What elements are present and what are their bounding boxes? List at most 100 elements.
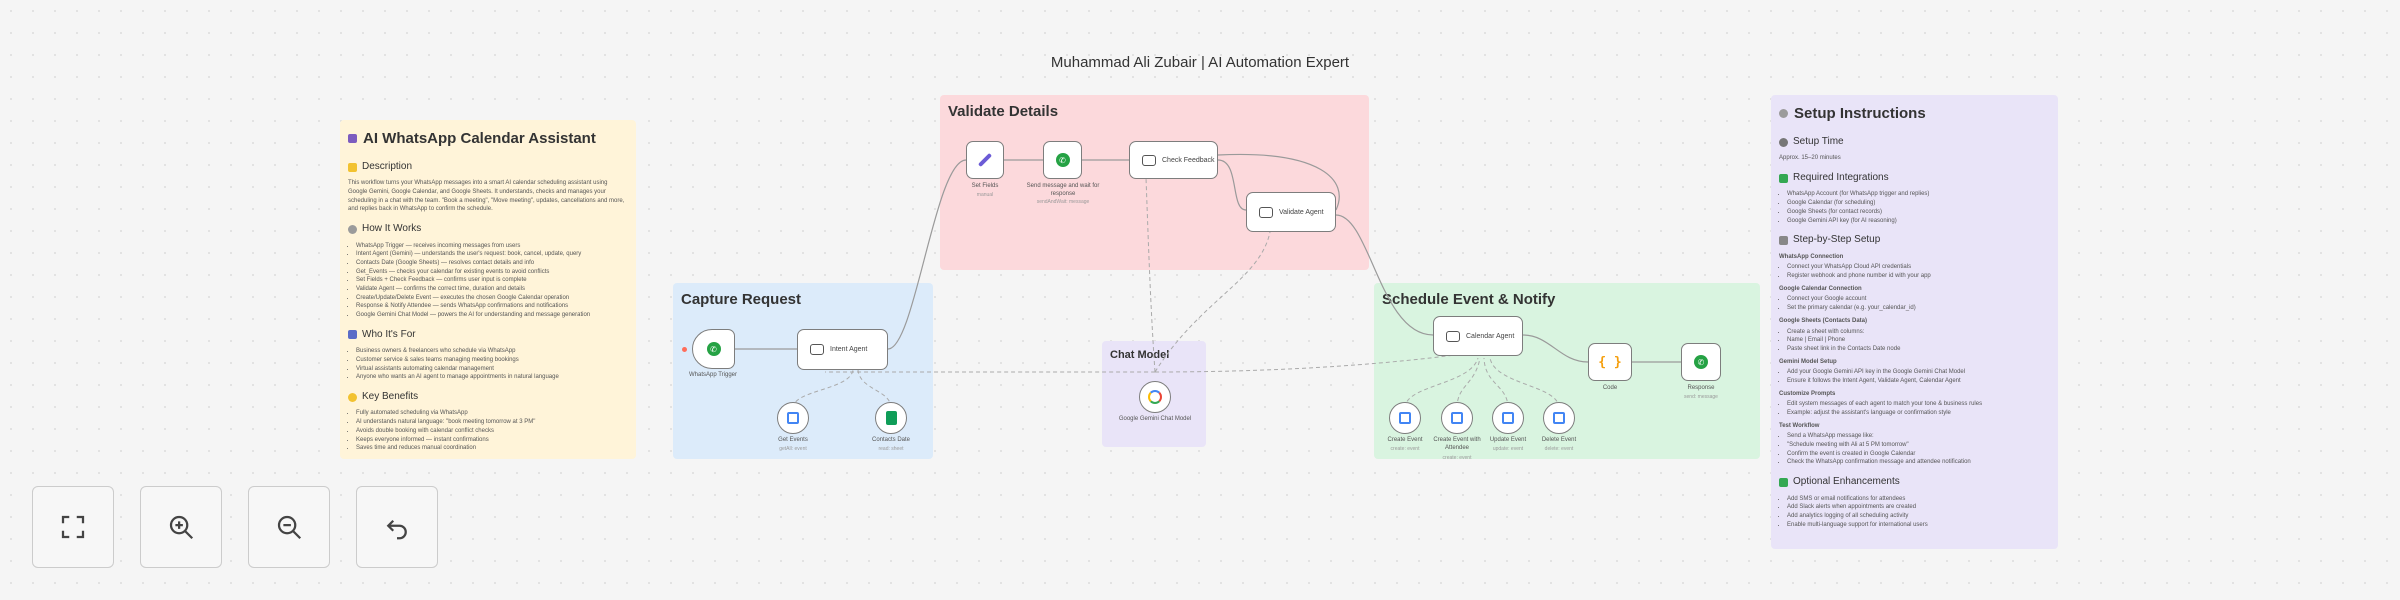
sticky-description-note[interactable]: AI WhatsApp Calendar Assistant Descripti… — [340, 120, 636, 459]
steps-heading: Step-by-Step Setup — [1793, 234, 1881, 246]
step-title: WhatsApp Connection — [1779, 253, 1844, 260]
step-title: Google Calendar Connection — [1779, 285, 1862, 292]
wrench-icon — [1779, 235, 1788, 245]
sticky-setup-instructions[interactable]: Setup Instructions Setup Time Approx. 15… — [1771, 95, 2058, 549]
node-validate-agent[interactable]: Validate Agent — [1246, 192, 1336, 232]
code-braces-icon: { } — [1598, 354, 1622, 370]
node-label: Create Event with Attendee — [1433, 437, 1481, 451]
sticky-title: Chat Model — [1110, 349, 1170, 361]
node-gemini-chat-model[interactable] — [1139, 381, 1171, 413]
list-item: Intent Agent (Gemini) — understands the … — [356, 250, 628, 259]
optional-heading: Optional Enhancements — [1793, 476, 1900, 488]
node-name: Validate Agent — [1279, 208, 1324, 216]
fit-view-button[interactable] — [32, 486, 114, 568]
step-title: Google Sheets (Contacts Data) — [1779, 317, 1868, 324]
list-item: Create a sheet with columns: — [1787, 328, 2050, 337]
node-label: WhatsApp Trigger — [688, 372, 738, 378]
description-text: This workflow turns your WhatsApp messag… — [348, 180, 625, 213]
robot-icon — [810, 344, 824, 355]
sticky-title: Validate Details — [948, 103, 1059, 120]
canvas-title: Muhammad Ali Zubair | AI Automation Expe… — [1050, 54, 1350, 71]
list-item: Virtual assistants automating calendar m… — [356, 365, 628, 374]
node-label: Google Gemini Chat Model — [1118, 416, 1192, 422]
list-item: Anyone who wants an AI agent to manage a… — [356, 373, 628, 382]
node-subtitle: create: event — [1390, 446, 1420, 452]
undo-button[interactable] — [356, 486, 438, 568]
node-send-message[interactable]: ✆ — [1043, 141, 1082, 179]
list-item: Register webhook and phone number id wit… — [1787, 272, 2050, 281]
node-contacts-date[interactable] — [875, 402, 907, 434]
robot-icon — [1446, 330, 1460, 342]
list-item: Google Gemini Chat Model — powers the AI… — [356, 311, 628, 320]
list-item: Connect your WhatsApp Cloud API credenti… — [1787, 263, 2050, 272]
robot-icon — [1259, 206, 1273, 218]
checkbox-icon — [1779, 477, 1788, 487]
node-delete-event[interactable] — [1543, 402, 1575, 434]
list-item: Name | Email | Phone — [1787, 336, 2050, 345]
zoom-in-button[interactable] — [140, 486, 222, 568]
people-icon — [348, 330, 357, 340]
whatsapp-icon: ✆ — [1055, 153, 1070, 167]
gear-icon — [348, 224, 357, 234]
list-item: Send a WhatsApp message like: — [1787, 432, 2050, 441]
step-title: Gemini Model Setup — [1779, 358, 1837, 365]
sticky-title: Capture Request — [681, 291, 802, 308]
list-item: Ensure it follows the Intent Agent, Vali… — [1787, 377, 2050, 386]
list-item: Set the primary calendar (e.g. your_cale… — [1787, 304, 2050, 313]
node-subtitle: sendAndWait: message — [1036, 199, 1090, 205]
node-label: Create Event — [1387, 437, 1423, 443]
how-heading: How It Works — [362, 223, 422, 234]
node-whatsapp-trigger[interactable]: ✆ — [692, 329, 735, 369]
node-label: Set Fields — [971, 183, 999, 189]
node-create-event-attendee[interactable] — [1441, 402, 1473, 434]
list-item: Response & Notify Attendee — sends Whats… — [356, 302, 628, 311]
sparkle-icon — [348, 162, 357, 172]
zoom-out-button[interactable] — [248, 486, 330, 568]
who-heading: Who It's For — [362, 328, 416, 340]
step-list: Create a sheet with columns: Name | Emai… — [1787, 328, 2050, 354]
node-label: Response — [1687, 385, 1715, 391]
optional-list: Add SMS or email notifications for atten… — [1787, 495, 2050, 530]
step-list: Edit system messages of each agent to ma… — [1787, 400, 2050, 417]
node-subtitle: send: message — [1684, 394, 1718, 400]
list-item: Confirm the event is created in Google C… — [1787, 450, 2050, 459]
node-get-events[interactable] — [777, 402, 809, 434]
whatsapp-icon: ✆ — [1694, 355, 1708, 369]
who-list: Business owners & freelancers who schedu… — [356, 347, 628, 382]
list-item: Add analytics logging of all scheduling … — [1787, 512, 2050, 521]
node-name: Intent Agent — [830, 346, 868, 353]
node-name: Calendar Agent — [1466, 332, 1515, 340]
pen-icon — [977, 152, 993, 168]
list-item: Add SMS or email notifications for atten… — [1787, 495, 2050, 504]
node-response[interactable]: ✆ — [1681, 343, 1721, 381]
list-item: Keeps everyone informed — instant confir… — [356, 436, 628, 445]
node-update-event[interactable] — [1492, 402, 1524, 434]
list-item: Paste sheet link in the Contacts Date no… — [1787, 345, 2050, 354]
step-list: Send a WhatsApp message like: "Schedule … — [1787, 432, 2050, 467]
node-subtitle: manual — [976, 192, 994, 198]
list-item: AI understands natural language: "book m… — [356, 418, 628, 427]
list-item: Example: adjust the assistant's language… — [1787, 409, 2050, 418]
zoom-out-icon — [277, 515, 302, 540]
node-subtitle: read: sheet — [878, 446, 904, 452]
note-title: Setup Instructions — [1794, 105, 1926, 122]
node-check-feedback[interactable]: Check Feedback — [1129, 141, 1218, 179]
zoom-in-icon — [169, 515, 194, 540]
node-label: Send message and wait for response — [1026, 183, 1100, 197]
node-subtitle: update: event — [1492, 446, 1524, 452]
node-set-fields[interactable] — [966, 141, 1004, 179]
sticky-title: Schedule Event & Notify — [1382, 291, 1556, 308]
undo-icon — [386, 519, 407, 540]
step-list: Add your Google Gemini API key in the Go… — [1787, 368, 2050, 385]
step-title: Customize Prompts — [1779, 390, 1836, 397]
list-item: "Schedule meeting with Ali at 5 PM tomor… — [1787, 441, 2050, 450]
node-create-event[interactable] — [1389, 402, 1421, 434]
step-title: Test Workflow — [1779, 422, 1820, 429]
description-heading: Description — [362, 160, 413, 172]
list-item: Enable multi-language support for intern… — [1787, 521, 2050, 530]
node-calendar-agent[interactable]: Calendar Agent — [1433, 316, 1523, 356]
robot-icon — [1142, 154, 1156, 166]
gear-icon — [1779, 109, 1788, 119]
node-intent-agent[interactable]: Intent Agent — [797, 329, 888, 370]
node-code[interactable]: { } — [1588, 343, 1632, 381]
